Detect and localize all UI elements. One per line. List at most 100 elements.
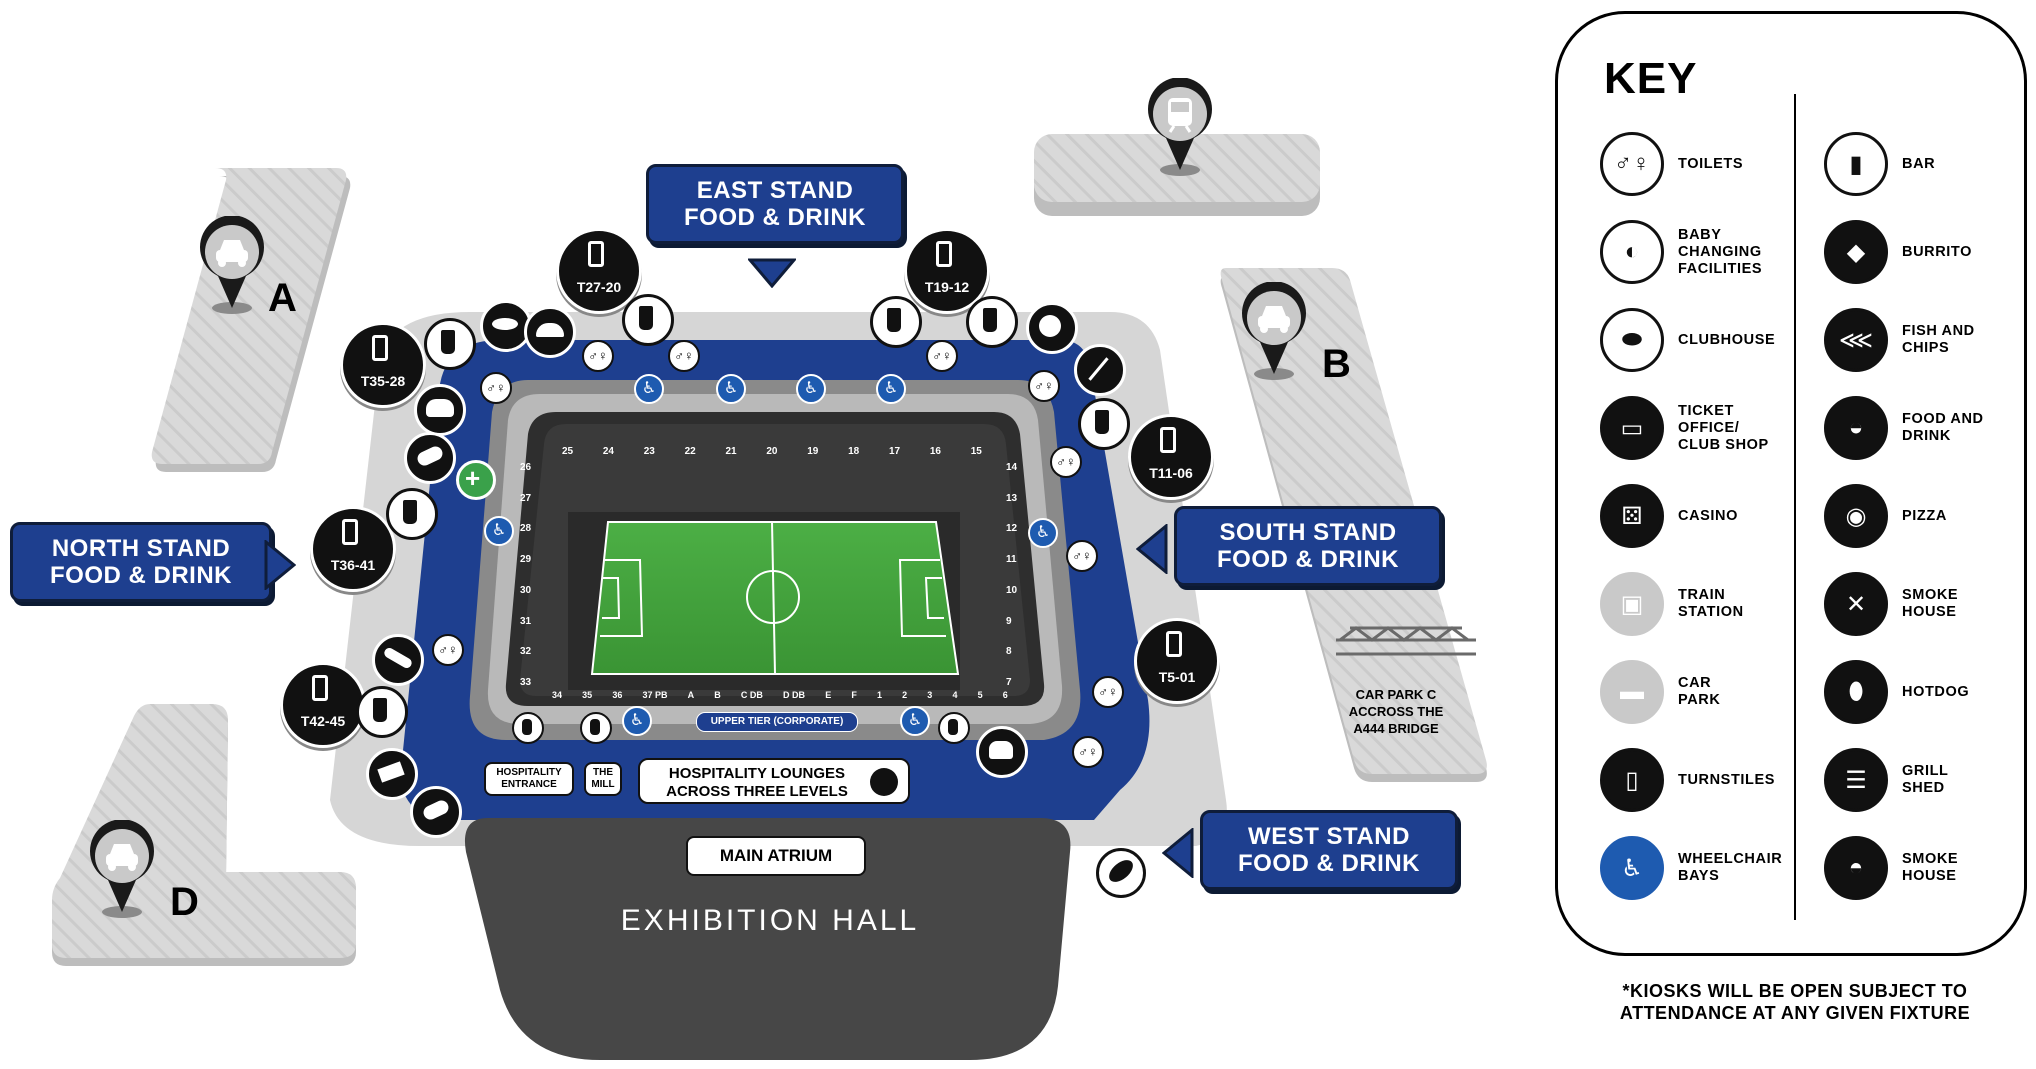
label-line: FOOD & DRINK: [50, 562, 232, 589]
baby-change-marker[interactable]: [938, 712, 970, 744]
turnstile-pin-t42[interactable]: T42-45: [280, 662, 366, 748]
smokehouse-marker[interactable]: [1074, 344, 1126, 396]
key-item: ▯TURNSTILES: [1600, 748, 1775, 812]
toilets-icon: ♂♀: [1078, 744, 1098, 759]
burrito-marker[interactable]: [404, 432, 456, 484]
fish-marker[interactable]: [480, 300, 532, 352]
wheelchair-marker[interactable]: ♿: [876, 374, 906, 404]
baby-changing-icon: [948, 719, 958, 735]
clubhouse-marker[interactable]: +: [456, 460, 496, 500]
bar-marker[interactable]: [1078, 398, 1130, 450]
stand-block-label: 11: [1006, 554, 1017, 566]
toilet-marker[interactable]: ♂♀: [1066, 540, 1098, 572]
the-mill-label[interactable]: THE MILL: [584, 762, 622, 796]
bar-marker[interactable]: [622, 294, 674, 346]
bar-marker[interactable]: [870, 296, 922, 348]
turnstile-pin-t19[interactable]: T19-12: [904, 228, 990, 314]
clubhouse-marker[interactable]: [1096, 848, 1146, 898]
stand-block-label: A: [687, 690, 695, 700]
wheelchair-marker[interactable]: ♿: [1028, 518, 1058, 548]
stand-block-label: 20: [766, 446, 778, 457]
key-item-label: BABY CHANGING FACILITIES: [1678, 226, 1763, 277]
key-item-label: CAR PARK: [1678, 675, 1721, 708]
toilet-marker[interactable]: ♂♀: [1050, 446, 1082, 478]
turnstile-pin-t27[interactable]: T27-20: [556, 228, 642, 314]
wheelchair-marker[interactable]: ♿: [484, 516, 514, 546]
key-item: ▮BAR: [1824, 132, 1935, 196]
pie-marker[interactable]: [524, 306, 576, 358]
burger-marker[interactable]: [414, 384, 466, 436]
label-line: FOOD & DRINK: [1238, 850, 1420, 877]
turnstile-pin-t11[interactable]: T11-06: [1128, 414, 1214, 500]
pizza-marker[interactable]: [1026, 302, 1078, 354]
toilet-marker[interactable]: ♂♀: [1072, 736, 1104, 768]
wheelchair-marker[interactable]: ♿: [716, 374, 746, 404]
key-item: ⚄CASINO: [1600, 484, 1738, 548]
south-stand-food-label[interactable]: SOUTH STAND FOOD & DRINK: [1174, 506, 1442, 586]
toilet-marker[interactable]: ♂♀: [668, 340, 700, 372]
bar-marker[interactable]: [386, 488, 438, 540]
pie-icon: ◓: [1824, 836, 1888, 900]
ticket-marker[interactable]: [366, 748, 418, 800]
stand-block-label: 5: [977, 690, 983, 700]
key-item: ⬬CLUBHOUSE: [1600, 308, 1775, 372]
car-park-d-pin[interactable]: [86, 820, 158, 920]
label-line: MILL: [591, 779, 615, 790]
hospitality-entrance-label[interactable]: HOSPITALITY ENTRANCE: [484, 762, 574, 796]
bar-marker[interactable]: [356, 686, 408, 738]
pie-icon: [536, 323, 564, 337]
main-atrium-label[interactable]: MAIN ATRIUM: [686, 836, 866, 876]
toilet-marker[interactable]: ♂♀: [926, 340, 958, 372]
turnstile-pin-t36[interactable]: T36-41: [310, 506, 396, 592]
east-stand-food-label[interactable]: EAST STAND FOOD & DRINK: [646, 164, 904, 244]
key-item: ◉PIZZA: [1824, 484, 1947, 548]
food-drink-icon: [989, 741, 1013, 759]
stand-block-label: 18: [848, 446, 860, 457]
toilet-marker[interactable]: ♂♀: [582, 340, 614, 372]
toilet-marker[interactable]: ♂♀: [480, 372, 512, 404]
key-item: ◒ FOOD AND DRINK: [1824, 396, 1984, 460]
hospitality-lounges-label[interactable]: HOSPITALITY LOUNGES ACROSS THREE LEVELS: [638, 758, 910, 804]
stand-block-label: D DB: [783, 690, 806, 700]
train-station-pin[interactable]: [1144, 78, 1216, 178]
key-item: ▬CAR PARK: [1600, 660, 1720, 724]
hotdog-marker[interactable]: [372, 634, 424, 686]
baby-change-marker[interactable]: [512, 712, 544, 744]
baby-change-marker[interactable]: [580, 712, 612, 744]
car-park-b-pin[interactable]: [1238, 282, 1310, 382]
toilet-marker[interactable]: ♂♀: [1028, 370, 1060, 402]
toilet-marker[interactable]: ♂♀: [432, 634, 464, 666]
key-item-label: SMOKE HOUSE: [1902, 587, 1959, 620]
turnstile-pin-t5[interactable]: T5-01: [1134, 618, 1220, 704]
toilets-icon: ♂♀: [1600, 132, 1664, 196]
burrito-icon: [415, 444, 445, 468]
ticket-icon: [377, 761, 405, 783]
key-item-label: FOOD AND DRINK: [1902, 411, 1984, 444]
stand-block-label: 35: [582, 690, 593, 700]
wheelchair-marker[interactable]: ♿: [622, 706, 652, 736]
toilet-marker[interactable]: ♂♀: [1092, 676, 1124, 708]
north-stand-food-label[interactable]: NORTH STAND FOOD & DRINK: [10, 522, 272, 602]
bar-marker[interactable]: [424, 318, 476, 370]
key-item-label: WHEELCHAIR BAYS: [1678, 851, 1783, 884]
fish-icon: [492, 318, 518, 330]
stand-block-label: 22: [684, 446, 696, 457]
wheelchair-marker[interactable]: ♿: [796, 374, 826, 404]
west-stand-food-label[interactable]: WEST STAND FOOD & DRINK: [1200, 810, 1458, 890]
bar-marker[interactable]: [966, 296, 1018, 348]
food-drink-marker[interactable]: [976, 726, 1028, 778]
car-park-a-pin[interactable]: [196, 216, 268, 316]
label-line: FOOD & DRINK: [684, 204, 866, 231]
wheelchair-marker[interactable]: ♿: [900, 706, 930, 736]
turnstile-icon: ▯: [1600, 748, 1664, 812]
turnstile-pin-t35[interactable]: T35-28: [340, 322, 426, 408]
stand-block-label: 25: [562, 446, 574, 457]
food-drink-icon: ◒: [1824, 396, 1888, 460]
stand-block-label: 15: [970, 446, 982, 457]
key-item: ◆BURRITO: [1824, 220, 1972, 284]
burrito-marker[interactable]: [410, 786, 462, 838]
key-divider: [1794, 94, 1796, 920]
stand-block-label: 31: [520, 615, 532, 627]
wheelchair-marker[interactable]: ♿: [634, 374, 664, 404]
